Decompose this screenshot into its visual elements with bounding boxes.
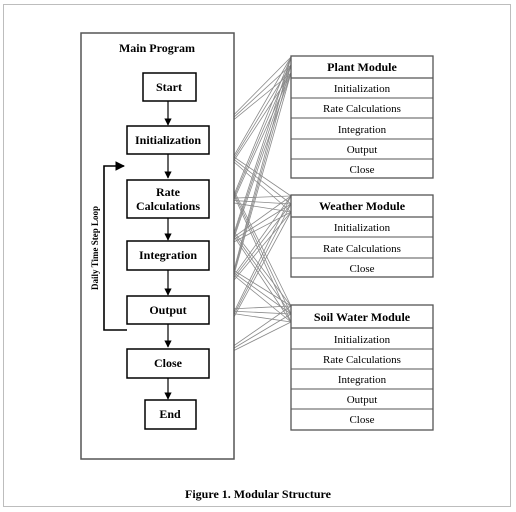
start-label: Start [156, 80, 182, 94]
plant-item: Output [347, 144, 378, 156]
plant-module-box [290, 55, 434, 179]
weather-item: Rate Calculations [323, 243, 401, 255]
loop-label: Daily Time Step Loop [90, 206, 100, 290]
plant-module-title: Plant Module [327, 60, 397, 74]
soil-water-item: Initialization [334, 334, 391, 346]
figure-frame [3, 4, 511, 507]
end-step [144, 399, 197, 430]
initialization-label: Initialization [135, 133, 201, 147]
weather-module-box [290, 194, 434, 278]
weather-module-title: Weather Module [319, 199, 406, 213]
rate-calculations-step [126, 179, 210, 219]
output-label: Output [149, 303, 186, 317]
soil-water-item: Close [349, 414, 374, 426]
start-step [142, 72, 197, 102]
integration-label: Integration [139, 248, 197, 262]
calculations-label: Calculations [136, 199, 200, 213]
soil-water-item: Output [347, 394, 378, 406]
weather-module: Weather Module Initialization Rate Calcu… [290, 194, 434, 278]
plant-item: Integration [338, 124, 387, 136]
integration-step [126, 240, 210, 271]
soil-water-item: Rate Calculations [323, 354, 401, 366]
end-label: End [159, 407, 181, 421]
initialization-step [126, 125, 210, 155]
main-program-title: Main Program [119, 41, 195, 55]
flow-arrows [103, 101, 172, 400]
soil-water-item: Integration [338, 374, 387, 386]
plant-item: Initialization [334, 83, 391, 95]
soil-water-module-title: Soil Water Module [314, 310, 411, 324]
plant-item: Rate Calculations [323, 103, 401, 115]
flow-steps: Start Initialization Rate Calculations I… [126, 72, 210, 430]
soil-water-module: Soil Water Module Initialization Rate Ca… [290, 304, 434, 431]
weather-item: Close [349, 263, 374, 275]
output-step [126, 295, 210, 325]
figure-caption: Figure 1. Modular Structure [185, 487, 332, 501]
weather-item: Initialization [334, 222, 391, 234]
close-step [126, 348, 210, 379]
plant-module: Plant Module Initialization Rate Calcula… [290, 55, 434, 179]
close-label: Close [154, 356, 183, 370]
plant-item: Close [349, 164, 374, 176]
rate-label: Rate [156, 185, 181, 199]
